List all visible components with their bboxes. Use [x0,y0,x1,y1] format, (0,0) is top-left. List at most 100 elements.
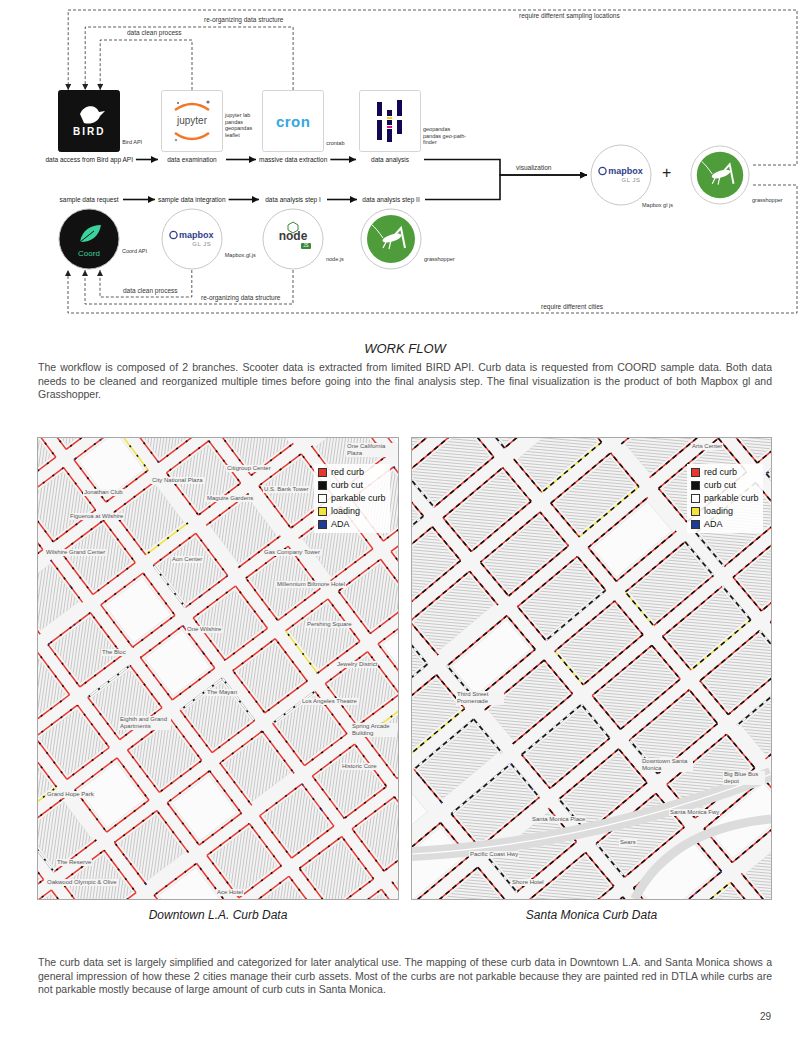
curb-cut [193,586,235,618]
curb-line [663,636,691,670]
curb-cut [555,651,583,685]
curb-line [75,758,117,790]
curb-cut [88,665,130,697]
curb-line [625,592,653,626]
curb-cut [733,527,771,577]
curb-cut [696,533,724,567]
curb-cut [554,886,614,899]
place-label: The Reserve [56,859,92,866]
map-caption: Santa Monica Curb Data [411,908,772,922]
street-grid [38,438,398,899]
curb-line [394,467,398,509]
curb-cut [474,719,502,753]
curb-cut [94,893,136,899]
curb-cut [88,697,120,739]
place-label: Ace Hotel [216,889,244,896]
page-number: 29 [760,1011,771,1023]
logo-wordmark: node [279,229,308,243]
curb-line [365,736,397,778]
curb-cut [733,577,761,611]
curb-line [621,438,681,444]
ada-curb [48,613,90,645]
curb-line [38,829,54,871]
curb-line [586,853,614,887]
curb-line [700,681,728,715]
body-text: The workflow is composed of 2 branches. … [38,361,772,402]
ada-curb [394,467,398,509]
curb-cut [153,565,185,607]
ramp [635,819,771,899]
curb-line [443,468,503,518]
curb-line [412,675,436,725]
curb-line [88,665,130,697]
legend-swatch [691,520,700,529]
curb-line [101,573,143,605]
logo-text: cron [262,90,324,152]
curb-line [220,731,262,763]
curb-cut [378,644,398,686]
building-block [251,880,317,899]
curb-cut [418,867,478,899]
building-block [38,657,65,723]
pandas-bar [387,110,392,116]
logo-text: nodeJS [262,208,324,270]
tool-label: jupyter lab pandas geopandas leaflet [225,112,257,138]
place-label: Grand Hope Park [46,791,95,798]
tool-label: grasshopper [424,256,455,263]
curb-line [299,837,341,869]
curb-cut [766,438,771,474]
curb-cut [760,631,771,665]
pandas-logo [359,90,421,152]
curb-line [166,441,208,473]
legend-row: loading [318,505,386,518]
building-block [78,438,144,498]
curb-cut [551,453,611,503]
logo-wordmark: Coord [78,249,100,259]
curb-cut [507,616,535,650]
grass-logo [360,208,422,270]
curb-line [381,559,398,601]
map-caption: Downtown L.A. Curb Data [37,908,399,922]
edge-label: visualization [515,164,552,172]
curb-line [592,645,652,695]
curb-line [577,557,605,591]
edge-label: data clean process [126,29,183,37]
place-label: Maguire Gardens [206,495,254,502]
bird-logo [58,90,120,152]
place-label: Santa Monica Place [531,816,586,823]
curb-line [414,719,474,769]
place-label: Figueroa at Wilshire [69,513,124,520]
curb-line [662,872,722,899]
building-block [330,656,396,722]
curb-line [246,578,278,620]
curb-cut [466,438,494,457]
curb-line [394,797,398,839]
rect-shape [387,126,392,128]
curb-line [573,438,601,442]
path-shape [80,231,94,242]
map-ground [412,438,771,899]
place-label: City National Plaza [151,477,204,484]
curb-cut [397,747,398,779]
curb-line [61,520,103,552]
building-block [237,643,303,709]
curb-line [220,763,252,805]
curb-line [544,660,572,694]
curb-cut [391,551,398,593]
curb-line [615,601,643,635]
curb-line [761,561,771,611]
curb-line [167,803,199,845]
curb-line [514,459,542,493]
building-block [171,775,237,841]
logo-subtext: GL JS [192,241,211,248]
curb-line [312,776,344,818]
flow-arrow [229,199,259,201]
curb-line [443,518,471,552]
building-block [145,630,211,696]
curb-line [476,438,504,448]
curb-line [511,764,539,798]
curb-cut [577,557,605,591]
legend-label: curb cut [331,480,363,491]
curb-line [381,889,398,899]
icon-frame [263,91,324,152]
